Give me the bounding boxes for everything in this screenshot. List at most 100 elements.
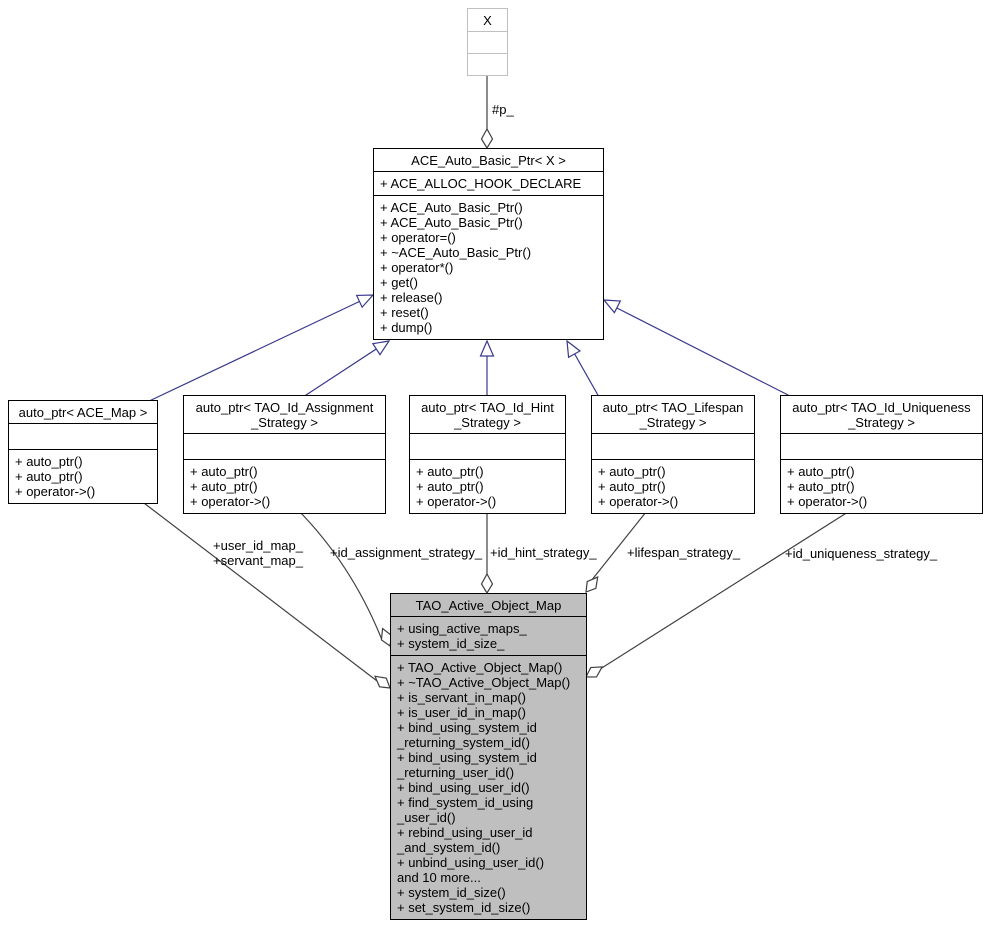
method-line: + ACE_Auto_Basic_Ptr()	[380, 200, 523, 215]
edge-label-id-hint: +id_hint_strategy_	[490, 545, 597, 560]
edge-label-lifespan: +lifespan_strategy_	[627, 545, 741, 560]
method-line: + auto_ptr()	[598, 464, 666, 479]
open-diamond-icon	[585, 666, 604, 678]
class-title-line: _Strategy >	[848, 415, 915, 430]
class-title-line: X	[483, 13, 492, 28]
method-line: and 10 more...	[397, 870, 481, 885]
class-title-line: auto_ptr< TAO_Id_Assignment	[195, 400, 374, 415]
class-title-line: auto_ptr< TAO_Id_Uniqueness	[792, 400, 971, 415]
inheritance-arrowhead-icon	[371, 340, 391, 356]
class-box-auto-ptr-lifespan[interactable]: auto_ptr< TAO_Lifespan_Strategy > + auto…	[591, 395, 755, 514]
methods-compartment: + auto_ptr()+ auto_ptr()+ operator->()	[781, 459, 982, 513]
methods-compartment: + ACE_Auto_Basic_Ptr()+ ACE_Auto_Basic_P…	[374, 195, 603, 339]
inheritance-edge-id-uniqueness	[606, 302, 793, 398]
class-title: auto_ptr< ACE_Map >	[9, 401, 157, 423]
method-line: + auto_ptr()	[15, 469, 83, 484]
methods-compartment: + auto_ptr()+ auto_ptr()+ operator->()	[410, 459, 565, 513]
inheritance-arrowhead-icon	[602, 299, 622, 314]
attributes-compartment	[468, 31, 507, 53]
method-line: + auto_ptr()	[598, 479, 666, 494]
attributes-compartment	[184, 433, 385, 459]
methods-compartment: + TAO_Active_Object_Map()+ ~TAO_Active_O…	[391, 655, 586, 919]
method-line: + bind_using_system_id	[397, 720, 537, 735]
method-line: + reset()	[380, 305, 429, 320]
inheritance-edge-id-assignment	[302, 341, 388, 398]
method-line: + operator=()	[380, 230, 456, 245]
inheritance-arrowhead-icon	[566, 339, 582, 359]
attributes-compartment	[9, 423, 157, 449]
attribute-line: + ACE_ALLOC_HOOK_DECLARE	[380, 176, 582, 191]
open-diamond-icon	[480, 127, 494, 150]
methods-compartment: + auto_ptr()+ auto_ptr()+ operator->()	[592, 459, 754, 513]
edge-label-line: +user_id_map_	[213, 538, 303, 553]
method-line: + ~ACE_Auto_Basic_Ptr()	[380, 245, 532, 260]
method-line: + is_user_id_in_map()	[397, 705, 526, 720]
class-box-auto-ptr-id-assignment[interactable]: auto_ptr< TAO_Id_Assignment_Strategy > +…	[183, 395, 386, 514]
method-line: + TAO_Active_Object_Map()	[397, 660, 563, 675]
aggregation-edge-lifespan	[590, 511, 647, 582]
class-title: TAO_Active_Object_Map	[391, 594, 586, 616]
open-diamond-icon	[585, 576, 599, 593]
method-line: + auto_ptr()	[787, 464, 855, 479]
method-line: + operator->()	[787, 494, 868, 509]
class-title: ACE_Auto_Basic_Ptr< X >	[374, 149, 603, 171]
methods-compartment: + auto_ptr()+ auto_ptr()+ operator->()	[184, 459, 385, 513]
edge-label-id-uniqueness: +id_uniqueness_strategy_	[785, 546, 938, 561]
attributes-compartment: + ACE_ALLOC_HOOK_DECLARE	[374, 171, 603, 195]
inheritance-edge-ace-map	[144, 295, 372, 404]
attribute-line: + system_id_size_	[397, 636, 505, 651]
method-line: _and_system_id()	[397, 840, 501, 855]
aggregation-edge-id-assignment	[297, 509, 383, 641]
inheritance-arrowhead-icon	[479, 339, 495, 357]
class-title-line: auto_ptr< TAO_Id_Hint	[421, 400, 554, 415]
attributes-compartment	[781, 433, 982, 459]
method-line: + set_system_id_size()	[397, 900, 531, 915]
method-line: + bind_using_user_id()	[397, 780, 530, 795]
class-title: auto_ptr< TAO_Id_Assignment_Strategy >	[184, 396, 385, 433]
class-title-line: ACE_Auto_Basic_Ptr< X >	[411, 153, 566, 168]
open-diamond-icon	[374, 675, 391, 689]
method-line: + auto_ptr()	[416, 479, 484, 494]
method-line: + auto_ptr()	[15, 454, 83, 469]
method-line: + find_system_id_using	[397, 795, 534, 810]
method-line: + auto_ptr()	[190, 464, 258, 479]
class-box-auto-ptr-id-hint[interactable]: auto_ptr< TAO_Id_Hint_Strategy > + auto_…	[409, 395, 566, 514]
method-line: + release()	[380, 290, 443, 305]
class-title: auto_ptr< TAO_Id_Uniqueness_Strategy >	[781, 396, 982, 433]
class-box-auto-ptr-id-uniqueness[interactable]: auto_ptr< TAO_Id_Uniqueness_Strategy > +…	[780, 395, 983, 514]
class-box-tao-active-object-map[interactable]: TAO_Active_Object_Map + using_active_map…	[390, 593, 587, 920]
aggregation-edge-maps	[139, 499, 382, 685]
class-title: X	[468, 9, 507, 31]
method-line: + operator->()	[190, 494, 271, 509]
method-line: + operator->()	[598, 494, 679, 509]
method-line: + operator->()	[416, 494, 497, 509]
method-line: _returning_user_id()	[397, 765, 515, 780]
method-line: _user_id()	[397, 810, 456, 825]
class-box-ace-auto-basic-ptr[interactable]: ACE_Auto_Basic_Ptr< X > + ACE_ALLOC_HOOK…	[373, 148, 604, 340]
method-line: + system_id_size()	[397, 885, 506, 900]
attributes-compartment: + using_active_maps_+ system_id_size_	[391, 616, 586, 655]
edge-label-id-assignment: +id_assignment_strategy_	[330, 545, 483, 560]
method-line: + ~TAO_Active_Object_Map()	[397, 675, 571, 690]
class-title-line: auto_ptr< ACE_Map >	[18, 405, 148, 420]
attributes-compartment	[410, 433, 565, 459]
method-line: + rebind_using_user_id	[397, 825, 533, 840]
method-line: + auto_ptr()	[787, 479, 855, 494]
attributes-compartment	[592, 433, 754, 459]
attribute-line: + using_active_maps_	[397, 621, 527, 636]
class-box-x[interactable]: X	[467, 8, 508, 76]
inheritance-arrowhead-icon	[355, 294, 375, 309]
class-title-line: auto_ptr< TAO_Lifespan	[602, 400, 744, 415]
class-box-auto-ptr-ace-map[interactable]: auto_ptr< ACE_Map > + auto_ptr()+ auto_p…	[8, 400, 158, 504]
edge-label-line: +servant_map_	[213, 553, 303, 568]
class-title-line: _Strategy >	[454, 415, 521, 430]
edge-label-p: #p_	[492, 102, 514, 117]
class-title: auto_ptr< TAO_Lifespan_Strategy >	[592, 396, 754, 433]
method-line: + auto_ptr()	[416, 464, 484, 479]
method-line: + bind_using_system_id	[397, 750, 537, 765]
method-line: + ACE_Auto_Basic_Ptr()	[380, 215, 523, 230]
class-title: auto_ptr< TAO_Id_Hint_Strategy >	[410, 396, 565, 433]
method-line: + get()	[380, 275, 418, 290]
